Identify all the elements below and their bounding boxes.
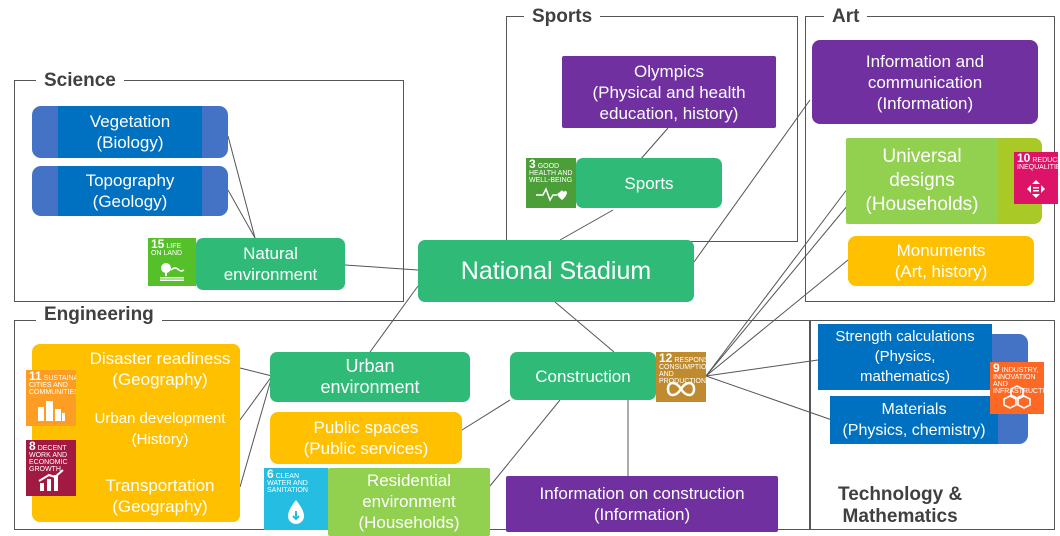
topography-node: Topography (Geology) — [58, 166, 202, 216]
connector-line — [693, 99, 811, 263]
sdg11-icon: 11SUSTAINABLE CITIES AND COMMUNITIES — [26, 370, 76, 426]
technology-math-frame — [810, 320, 1055, 530]
connector-line — [705, 187, 849, 377]
national-stadium-node: National Stadium — [418, 240, 694, 302]
connector-line — [639, 127, 669, 161]
universal-designs-node: Universal designs (Households) — [846, 138, 998, 224]
science-title: Science — [36, 70, 124, 92]
connector-line — [554, 301, 615, 353]
sports-node: Sports — [576, 158, 722, 208]
transportation-node: Transportation (Geography) — [80, 470, 240, 522]
connector-line — [227, 189, 256, 239]
connector-line — [344, 264, 419, 271]
strength-calculations-node: Strength calculations (Physics, mathemat… — [818, 324, 992, 390]
urban-environment-node: Urban environment — [270, 352, 470, 402]
technology-math-title: Technology & Mathematics — [838, 484, 963, 527]
connector-line — [239, 367, 273, 377]
monuments-node: Monuments (Art, history) — [848, 236, 1034, 286]
connector-line — [239, 375, 273, 421]
connector-line — [461, 399, 511, 431]
information-construction-node: Information on construction (Information… — [506, 476, 778, 532]
science-frame — [14, 80, 404, 302]
natural-environment-node: Natural environment — [196, 238, 345, 290]
sports-title: Sports — [524, 6, 601, 28]
connector-line — [489, 399, 561, 487]
information-communication-node: Information and communication (Informati… — [812, 40, 1038, 124]
construction-node: Construction — [510, 352, 656, 400]
olympics-node: Olympics (Physical and health education,… — [562, 56, 776, 128]
connector-line — [227, 135, 256, 239]
connector-line — [705, 204, 849, 377]
materials-node: Materials (Physics, chemistry) — [830, 396, 998, 444]
connector-line — [705, 259, 849, 377]
vegetation-node: Vegetation (Biology) — [58, 106, 202, 158]
sports-frame — [506, 16, 798, 242]
urban-development-node: Urban development (History) — [80, 404, 240, 454]
connector-line — [239, 375, 273, 488]
sdg12-icon: 12RESPONSIBLE CONSUMPTION AND PRODUCTION — [656, 352, 706, 402]
connector-line — [705, 375, 833, 421]
residential-environment-node: Residential environment (Households) — [328, 468, 490, 536]
art-title: Art — [824, 6, 868, 28]
connector-line — [369, 285, 419, 353]
disaster-readiness-node: Disaster readiness (Geography) — [80, 344, 240, 394]
public-spaces-node: Public spaces (Public services) — [270, 412, 462, 464]
sdg10-icon: 10REDUCED INEQUALITIES — [1014, 152, 1058, 204]
engineering-title: Engineering — [36, 304, 162, 326]
connector-line — [705, 359, 819, 377]
connector-line — [559, 209, 614, 241]
